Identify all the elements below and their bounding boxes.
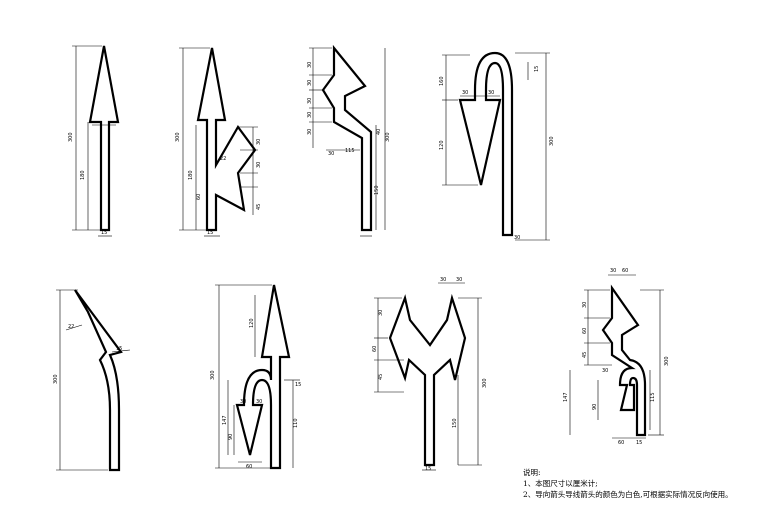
dim-label: 30 [307,129,313,135]
arrow-u-turn: 160 30 30 120 300 15 30 [439,51,555,241]
dim-label: 30 [256,162,262,168]
dim-label: 60 [622,268,628,274]
arrow-left-right: 30 30 30 60 45 300 150 15 [372,277,488,472]
dim-label: 45 [378,374,384,380]
arrow-bend-left-u-turn: 30 60 30 60 45 300 147 90 115 60 30 15 [563,268,670,446]
arrow-straight-right: 300 180 60 15 45 30 30 22 [175,47,262,237]
dim-label: 60 [372,346,378,352]
arrow-straight-shape [88,45,120,232]
dim-label: 30 [456,277,462,283]
dim-label: 300 [664,356,670,366]
notes-line-2: 2、导向箭头导线箭头的颜色为白色,可根据实际情况反向使用。 [523,490,733,499]
dim-label: 30 [256,139,262,145]
dim-label: 120 [249,318,255,328]
dim-label: 45 [256,204,262,210]
arrow-straight-right-shape [196,47,257,232]
dim-lines [309,47,386,237]
notes-line-1: 1、本图尺寸以厘米计; [523,479,598,488]
arrow-straight-u-turn: 120 300 147 90 110 60 30 30 15 [210,284,301,470]
dim-label: 30 [378,310,384,316]
dim-lines [179,47,258,237]
dim-label: 115 [345,148,355,154]
dim-label: 180 [188,170,194,180]
dim-label: 150 [452,418,458,428]
dim-label: 30 [488,90,494,96]
dim-label: 300 [385,132,391,142]
dim-label: 160 [439,76,445,86]
dim-label: 30 [256,399,262,405]
dim-label: 40 [376,129,382,135]
dim-lines [215,284,300,469]
dim-label: 15 [295,382,301,388]
dim-label: 30 [610,268,616,274]
arrow-bend-left-shape [321,44,373,232]
dim-label: 300 [549,136,555,146]
dim-lines [72,45,116,237]
dim-label: 15 [207,230,213,236]
dim-label: 90 [592,404,598,410]
dim-label: 15 [101,230,107,236]
dim-label: 180 [80,170,86,180]
dim-label: 147 [563,392,569,402]
dim-label: 45 [582,352,588,358]
arrow-straight: 300 180 15 [68,45,120,237]
dim-label: 300 [68,132,74,142]
dim-label: 60 [196,194,202,200]
dim-label: 120 [439,140,445,150]
dim-label: 60 [618,440,624,446]
dim-label: 60 [246,464,252,470]
dim-label: 90 [228,434,234,440]
dim-label: 30 [462,90,468,96]
dim-label: 110 [293,418,299,428]
dim-label: 300 [53,374,59,384]
dim-lines [56,289,131,471]
dim-label: 15 [636,440,642,446]
dim-label: 22 [68,324,74,330]
dim-label: 30 [602,368,608,374]
arrow-bend-left-u-turn-shape [601,284,647,437]
dim-label: 30 [307,80,313,86]
arrow-bend-left: 30 30 30 30 30 40 150 30 115 300 [307,44,391,237]
dim-lines [569,274,664,439]
dim-label: 300 [210,370,216,380]
dim-label: 300 [175,132,181,142]
notes-heading: 说明: [523,468,541,477]
dim-label: 60 [582,328,588,334]
dim-label: 15 [425,466,431,472]
dim-label: 147 [222,415,228,425]
dim-label: 22 [220,156,226,162]
arrow-curve-left: 300 22 15 [53,289,131,472]
dim-label: 30 [514,235,520,241]
dim-label: 300 [482,378,488,388]
arrow-u-turn-shape [458,51,514,237]
dim-label: 150 [374,185,380,195]
dim-label: 30 [240,399,246,405]
dim-label: 30 [328,151,334,157]
dim-label: 15 [534,66,540,72]
arrow-curve-left-shape [74,289,123,472]
dim-label: 30 [307,112,313,118]
dim-lines [442,52,550,241]
dim-label: 30 [440,277,446,283]
arrow-left-right-shape [388,293,467,467]
dim-label: 115 [650,392,656,402]
notes-block: 说明: 1、本图尺寸以厘米计; 2、导向箭头导线箭头的颜色为白色,可根据实际情况… [523,467,733,500]
dim-label: 30 [307,98,313,104]
dim-label: 30 [582,302,588,308]
dim-label: 15 [116,346,122,352]
dim-label: 30 [307,62,313,68]
dim-lines [374,282,482,471]
arrow-straight-u-turn-shape [235,284,291,470]
